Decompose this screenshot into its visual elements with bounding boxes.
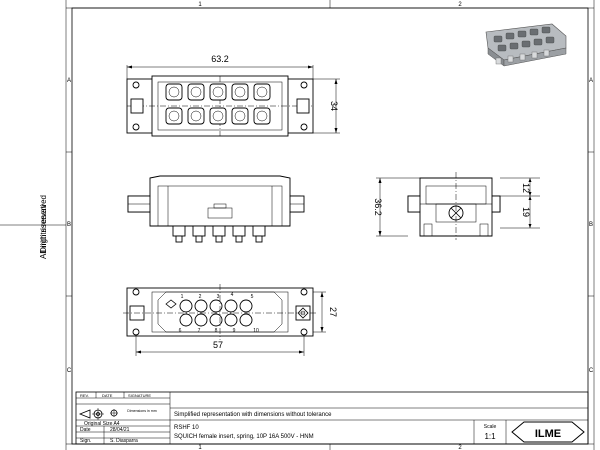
row-label-b-left: B xyxy=(67,222,71,228)
dimension-bottom-height xyxy=(313,291,326,333)
contact-number-1: 1 xyxy=(181,294,184,300)
column-label-1-bottom: 1 xyxy=(198,445,202,450)
dimension-side xyxy=(376,177,540,237)
dimension-label-side-height: 36.2 xyxy=(373,198,383,216)
contact-number-7: 7 xyxy=(198,328,201,334)
bottom-view xyxy=(123,284,317,340)
date-column-label: DATE xyxy=(102,393,113,398)
rev-column-label: REV. xyxy=(80,393,89,398)
logo-text: ILME xyxy=(535,428,561,440)
dimensions-unit-note: Dimensions in mm xyxy=(127,409,157,413)
rights-note-english: All rights reserved xyxy=(39,195,48,259)
contact-number-3: 3 xyxy=(217,294,220,300)
contact-number-6: 6 xyxy=(179,328,182,334)
rights-note-italian: Diritti riservati xyxy=(39,204,48,253)
contact-number-9: 9 xyxy=(233,328,236,334)
column-label-2-top: 2 xyxy=(458,2,462,8)
drawing-description: Simplified representation with dimension… xyxy=(174,412,332,418)
part-code: RSHF 10 xyxy=(174,425,199,431)
scale-value: 1:1 xyxy=(484,432,496,441)
dimension-front-height xyxy=(313,78,340,134)
side-view-long xyxy=(127,175,305,243)
side-view-short xyxy=(407,172,501,240)
signature-column-label: SIGNATURE xyxy=(128,393,151,398)
contact-number-4: 4 xyxy=(231,292,234,298)
date-field-value: 28/04/21 xyxy=(110,427,130,433)
contact-number-5: 5 xyxy=(251,294,254,300)
side-view-terminals xyxy=(172,225,266,243)
dimension-front-width xyxy=(126,65,314,79)
bottom-contacts-lower xyxy=(179,313,253,327)
connector-3d-thumbnail xyxy=(485,23,567,67)
dimension-label-side-bottom: 19 xyxy=(521,207,531,217)
dimension-label-bottom-height: 27 xyxy=(328,307,338,317)
ilme-logo: ILME xyxy=(511,421,585,443)
column-label-1-top: 1 xyxy=(198,2,202,8)
dimension-label-bottom-width: 57 xyxy=(213,340,223,350)
bottom-contacts-upper xyxy=(179,299,253,313)
column-label-2-bottom: 2 xyxy=(458,445,462,450)
part-description: SQUICH female insert, spring, 10P 16A 50… xyxy=(174,434,314,440)
contact-number-8: 8 xyxy=(215,328,218,334)
dimension-label-side-top: 12 xyxy=(521,183,531,193)
date-field-label: Date xyxy=(80,427,91,433)
contact-number-10: 10 xyxy=(253,328,259,334)
original-size-label: Original Size A4 xyxy=(84,421,120,427)
row-label-c-left: C xyxy=(67,368,72,374)
front-view xyxy=(126,75,314,137)
projection-symbol xyxy=(78,408,118,420)
contact-number-2: 2 xyxy=(199,294,202,300)
front-contacts-lower xyxy=(165,107,271,125)
sign-field-value: S. Diasparra xyxy=(110,438,138,444)
dimension-label-front-width: 63.2 xyxy=(211,54,229,64)
dimension-label-front-height: 34 xyxy=(329,101,339,111)
sign-field-label: Sign. xyxy=(80,438,91,444)
row-label-b-right: B xyxy=(589,222,593,228)
row-label-a-right: A xyxy=(589,78,593,84)
front-contacts-upper xyxy=(165,83,271,101)
title-block xyxy=(75,391,589,445)
row-label-a-left: A xyxy=(67,78,71,84)
row-label-c-right: C xyxy=(589,368,594,374)
dimension-bottom-width xyxy=(135,336,305,356)
scale-label: Scale xyxy=(484,424,497,430)
